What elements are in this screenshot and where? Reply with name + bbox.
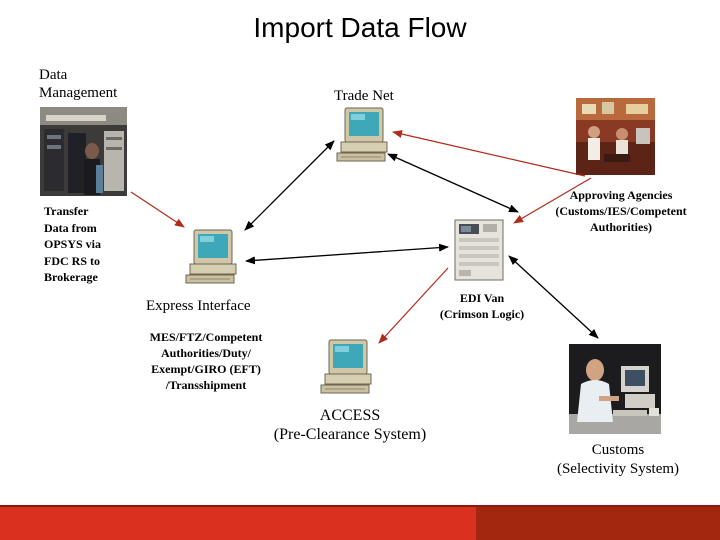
arrow-trade-net-edi xyxy=(387,153,519,213)
label-access: ACCESS (Pre-Clearance System) xyxy=(273,407,427,443)
label-customs: Customs (Selectivity System) xyxy=(556,442,680,477)
approving-agencies-photo xyxy=(576,98,655,175)
label-transfer: Transfer Data from OPSYS via FDC RS to B… xyxy=(44,204,102,284)
arrow-approving-to-trade-net xyxy=(392,130,586,177)
label-data-management: Data Management xyxy=(39,67,118,101)
label-mes: MES/FTZ/Competent Authorities/Duty/ Exem… xyxy=(149,330,263,392)
label-trade-net: Trade Net xyxy=(334,88,394,104)
express-interface-computer-icon xyxy=(185,229,237,284)
arrow-edi-customs xyxy=(508,255,599,339)
customs-photo xyxy=(569,344,661,434)
access-computer-icon xyxy=(320,339,372,394)
arrow-edi-to-access xyxy=(378,267,449,344)
label-approving-agencies: Approving Agencies (Customs/IES/Competen… xyxy=(555,188,687,234)
edi-van-server-icon xyxy=(454,219,504,281)
footer-bar-right xyxy=(476,507,720,540)
footer-bar-left xyxy=(0,507,476,540)
arrow-trade-net-express xyxy=(244,140,335,231)
arrow-express-edi xyxy=(245,243,449,265)
page-title: Import Data Flow xyxy=(253,12,467,43)
arrow-approving-to-edi xyxy=(513,177,592,224)
footer-divider xyxy=(0,505,720,507)
label-express-interface: Express Interface xyxy=(146,298,251,314)
arrow-data-mgmt-to-express xyxy=(130,191,185,228)
data-management-photo xyxy=(40,107,127,196)
trade-net-computer-icon xyxy=(336,107,388,162)
